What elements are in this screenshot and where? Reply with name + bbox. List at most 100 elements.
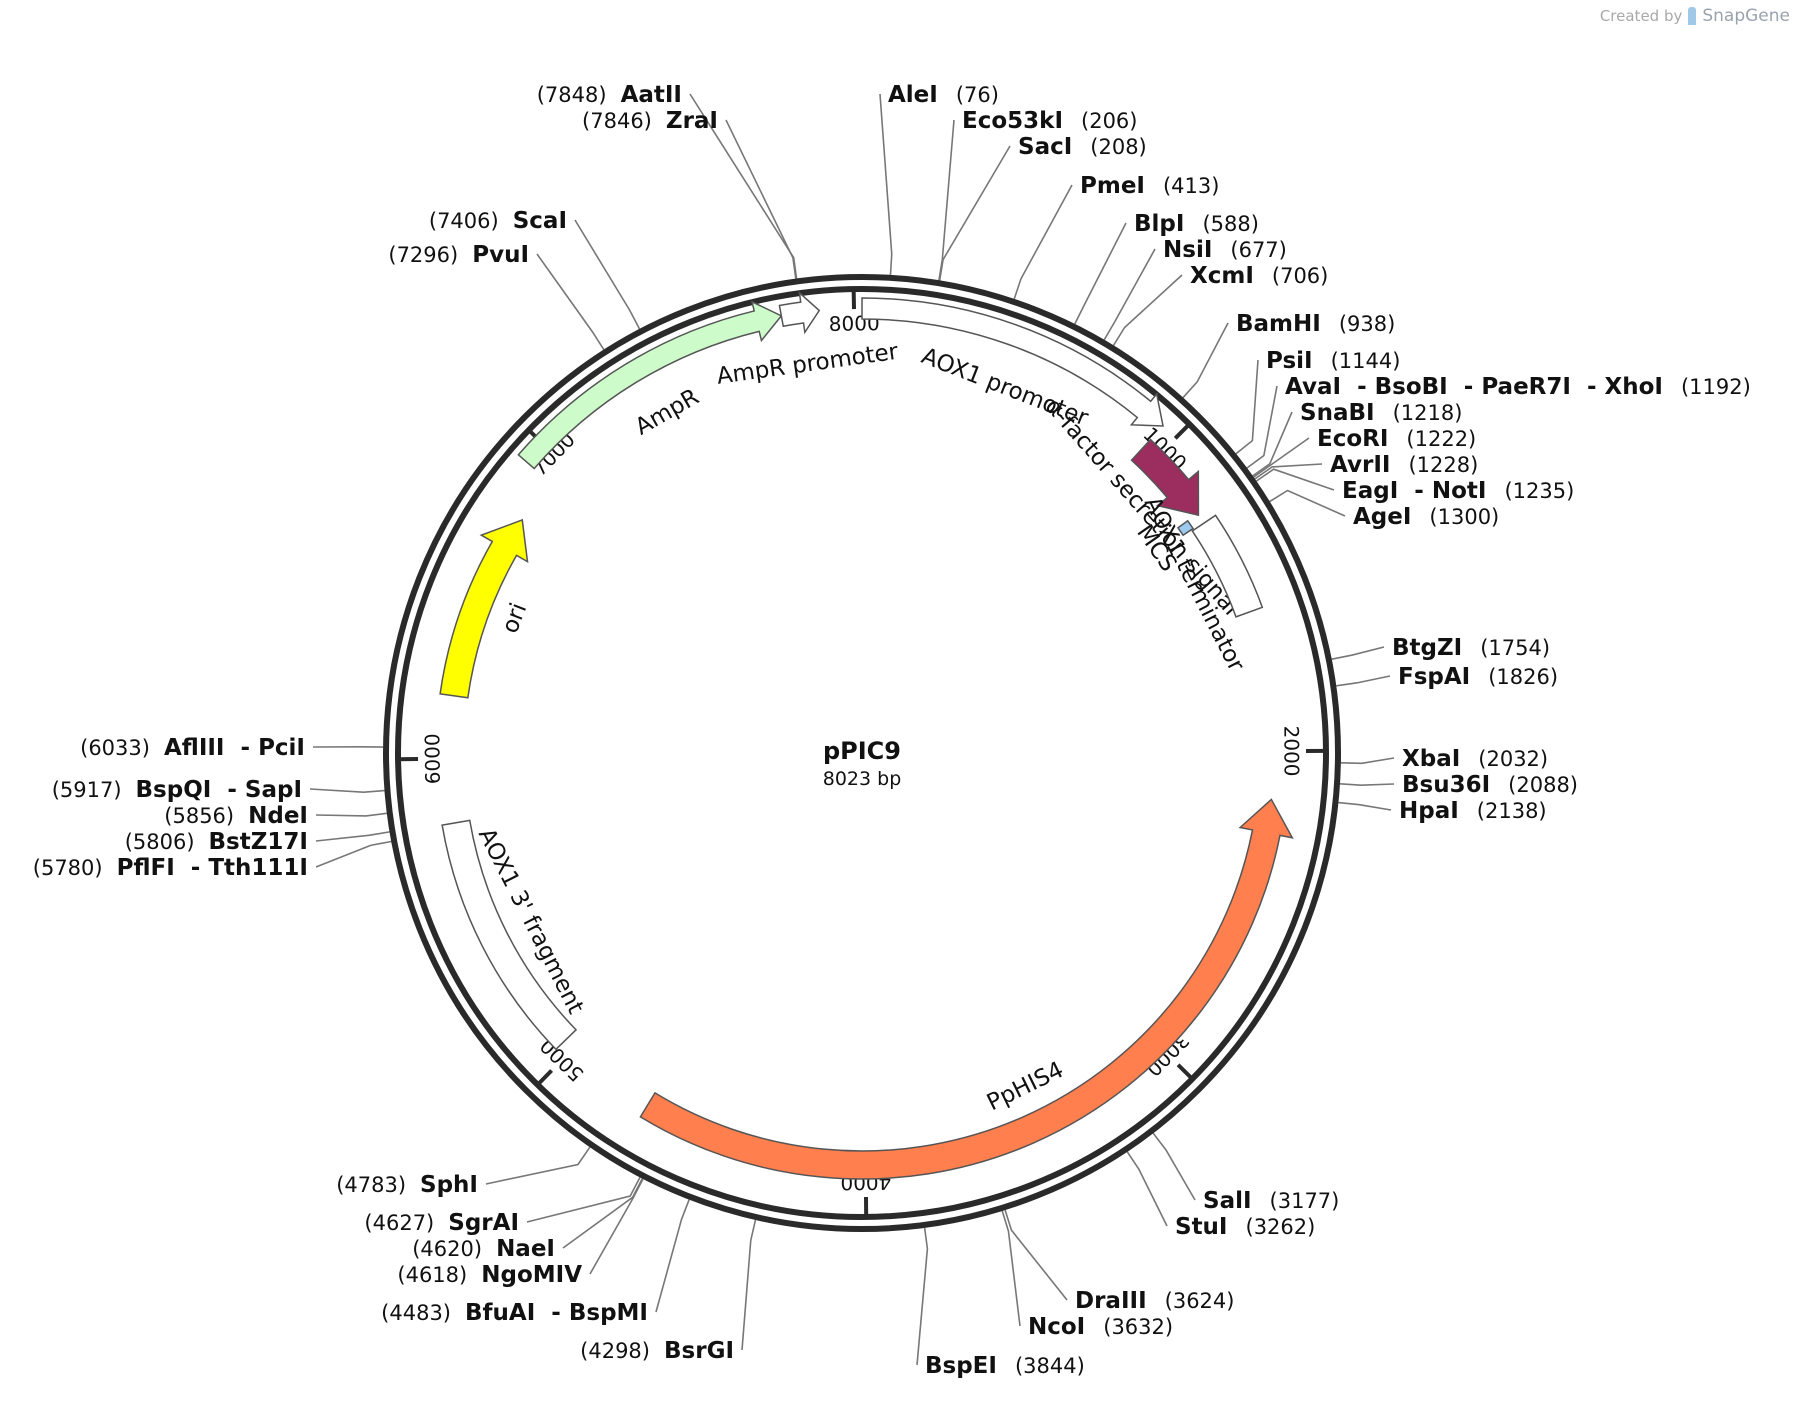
enzyme-name: XhoI — [1605, 374, 1663, 400]
site-label-snabi[interactable]: SnaBI(1218) — [1300, 400, 1462, 426]
site-label-avrii[interactable]: AvrII (1228) — [1330, 452, 1478, 478]
site-label-hpai[interactable]: HpaI(2138) — [1399, 798, 1547, 824]
enzyme-name: AatII — [621, 82, 682, 108]
enzyme-name: BsrGI — [664, 1338, 734, 1364]
snapgene-logo-icon — [1688, 7, 1697, 25]
site-leader-line — [1340, 757, 1395, 765]
site-leader-line — [1112, 274, 1183, 346]
site-label-draiii[interactable]: DraIII(3624) — [1075, 1288, 1234, 1314]
site-label-blpi[interactable]: BlpI(588) — [1134, 211, 1259, 237]
feature-arrow[interactable] — [1191, 514, 1264, 618]
site-position: (4783) — [336, 1173, 406, 1197]
site-label-bspqi-sapi[interactable]: (5917)BspQI - SapI — [52, 777, 302, 803]
site-leader-line — [315, 812, 387, 817]
site-leader-line — [1126, 1151, 1168, 1227]
site-position: (1228) — [1408, 453, 1478, 477]
site-label-naei[interactable]: (4620)NaeI — [412, 1236, 555, 1262]
site-leader-line — [1255, 468, 1335, 491]
feature-ori[interactable]: ori — [439, 518, 532, 699]
site-leader-line — [1001, 1210, 1021, 1327]
site-label-btgzi[interactable]: BtgZI(1754) — [1392, 635, 1550, 661]
plasmid-backbone — [383, 274, 1341, 1232]
site-label-pvui[interactable]: (7296)PvuI — [388, 242, 529, 268]
site-leader-line — [1338, 801, 1392, 811]
site-label-scai[interactable]: (7406)ScaI — [429, 208, 567, 234]
site-label-xcmi[interactable]: XcmI(706) — [1190, 263, 1328, 289]
enzyme-name: NsiI — [1163, 237, 1212, 263]
site-position: (413) — [1163, 174, 1219, 198]
site-leader-line — [1235, 359, 1259, 455]
site-position: (5806) — [125, 830, 195, 854]
site-leader-line — [741, 1219, 757, 1351]
enzyme-name: SnaBI — [1300, 400, 1375, 426]
site-label-aatii[interactable]: (7848)AatII — [537, 82, 682, 108]
site-position: (3844) — [1015, 1354, 1085, 1378]
tick-label: 6000 — [420, 733, 445, 784]
feature-arrow[interactable] — [441, 819, 578, 1051]
site-label-ncoi[interactable]: NcoI(3632) — [1028, 1314, 1173, 1340]
site-leader-line — [916, 1227, 929, 1366]
tick-mark — [1173, 422, 1191, 440]
site-label-alei[interactable]: AleI(76) — [888, 82, 999, 108]
feature-arrow[interactable] — [439, 518, 529, 699]
site-position: (1192) — [1681, 375, 1751, 399]
site-label-pmei[interactable]: PmeI(413) — [1080, 173, 1219, 199]
site-leader-line — [879, 93, 893, 275]
site-position: (7296) — [388, 243, 458, 267]
feature-arrow[interactable] — [778, 290, 821, 335]
enzyme-name: Eco53kI — [962, 108, 1063, 134]
feature-arrow[interactable] — [517, 300, 783, 470]
site-label-bspei[interactable]: BspEI(3844) — [925, 1353, 1085, 1379]
site-label-zrai[interactable]: (7846)ZraI — [582, 108, 718, 134]
site-separator: - — [1456, 374, 1482, 400]
site-label-ndei[interactable]: (5856)NdeI — [164, 803, 308, 829]
feature-pphis4[interactable]: PpHIS4 — [639, 798, 1294, 1180]
site-label-agei[interactable]: AgeI(1300) — [1353, 504, 1499, 530]
site-label-sgrai[interactable]: (4627)SgrAI — [364, 1210, 519, 1236]
site-label-eco53ki[interactable]: Eco53kI(206) — [962, 108, 1137, 134]
site-label-xbai[interactable]: XbaI(2032) — [1402, 746, 1548, 772]
enzyme-name: SgrAI — [448, 1210, 519, 1236]
enzyme-name: AgeI — [1353, 504, 1411, 530]
site-label-sali[interactable]: SalI(3177) — [1203, 1188, 1339, 1214]
site-label-bstz17i[interactable]: (5806)BstZ17I — [125, 829, 308, 855]
site-leader-line — [725, 119, 797, 279]
site-label-pflfi-tth111i[interactable]: (5780)PflFI - Tth111I — [33, 855, 308, 881]
feature-aox1-terminator[interactable]: AOX1 terminator — [1139, 493, 1264, 676]
site-label-afliii-pcii[interactable]: (6033)AflIII - PciI — [80, 735, 305, 761]
site-label-bsrgi[interactable]: (4298)BsrGI — [580, 1338, 734, 1364]
enzyme-name: Tth111I — [208, 855, 308, 881]
enzyme-name: BtgZI — [1392, 635, 1462, 661]
site-label-bamhi[interactable]: BamHI(938) — [1236, 311, 1395, 337]
site-label-eagi-noti[interactable]: EagI - NotI(1235) — [1342, 478, 1574, 504]
site-label-fspai[interactable]: FspAI(1826) — [1398, 664, 1558, 690]
site-position: (588) — [1202, 212, 1258, 236]
feature-label: ori — [497, 600, 532, 637]
site-label-saci[interactable]: SacI(208) — [1018, 134, 1147, 160]
feature-arrow[interactable] — [861, 297, 1164, 427]
site-position: (1235) — [1504, 479, 1574, 503]
site-leader-line — [485, 1146, 591, 1185]
enzyme-name: AvrII — [1330, 452, 1390, 478]
feature-arrow[interactable] — [639, 798, 1294, 1180]
site-separator: - — [219, 777, 245, 803]
enzyme-name: Bsu36I — [1402, 772, 1490, 798]
enzyme-name: HpaI — [1399, 798, 1459, 824]
site-position: (5780) — [33, 856, 103, 880]
site-label-nsii[interactable]: NsiI(677) — [1163, 237, 1287, 263]
site-label-psii[interactable]: PsiI(1144) — [1266, 348, 1400, 374]
feature-label: AmpR promoter — [715, 339, 900, 390]
site-label-bsu36i[interactable]: Bsu36I(2088) — [1402, 772, 1578, 798]
site-leader-line — [315, 840, 392, 868]
site-label-ecori[interactable]: EcoRI(1222) — [1317, 426, 1476, 452]
site-position: (2032) — [1478, 747, 1548, 771]
feature-arrow[interactable] — [1176, 519, 1195, 537]
site-label-ngomiv[interactable]: (4618)NgoMIV — [397, 1262, 582, 1288]
site-label-bfuai-bspmi[interactable]: (4483)BfuAI - BspMI — [381, 1300, 648, 1326]
site-label-avai-bsobi-paer7i-xhoi[interactable]: AvaI - BsoBI - PaeR7I - XhoI(1192) — [1285, 374, 1751, 400]
site-label-stui[interactable]: StuI(3262) — [1175, 1214, 1315, 1240]
site-leader-lines — [309, 93, 1395, 1366]
enzyme-name: FspAI — [1398, 664, 1470, 690]
site-label-sphi[interactable]: (4783)SphI — [336, 1172, 478, 1198]
feature-arrow[interactable] — [1130, 438, 1200, 517]
